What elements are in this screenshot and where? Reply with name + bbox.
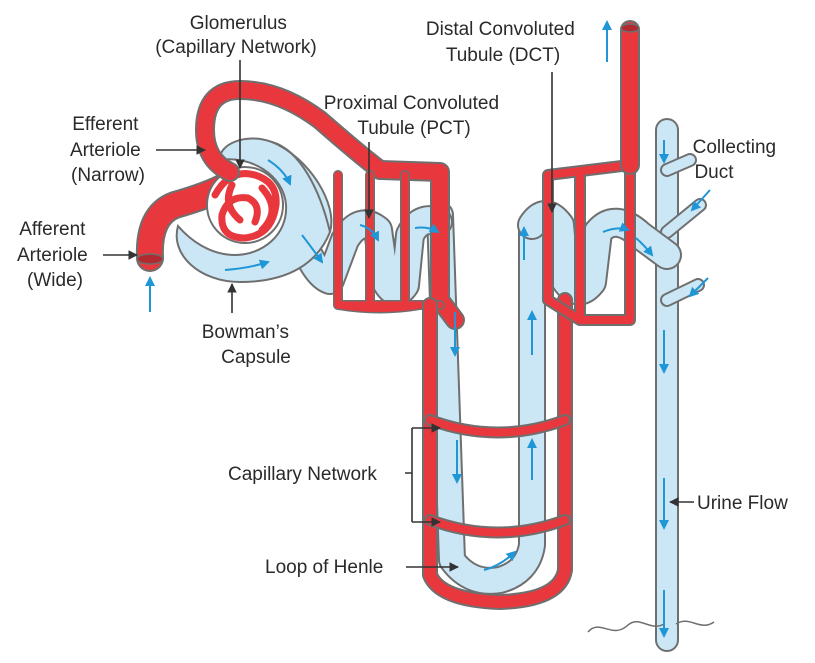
label-afferent-arteriole: Afferent Arteriole (Wide) [17,219,93,291]
label-glomerulus: Glomerulus (Capillary Network) [155,13,317,58]
label-loop-of-henle: Loop of Henle [265,557,383,578]
flow-arrows [145,20,711,638]
label-collecting-duct: Collecting Duct [693,137,782,183]
label-efferent-arteriole: Efferent Arteriole (Narrow) [70,114,146,186]
collecting-duct [587,118,715,652]
bowmans-capsule [175,137,333,284]
flow-arrow-capsule-top [267,159,292,186]
flow-arrow-capsule-exit [301,234,324,264]
label-urine-flow: Urine Flow [697,493,788,514]
label-capillary-network: Capillary Network [228,464,377,485]
leader-capillary-network-bracket [405,428,413,522]
flow-arrow-dct-exit [635,237,654,257]
labels: Glomerulus (Capillary Network) Distal Co… [17,13,788,578]
flow-arrow-pct-2 [414,223,440,234]
label-pct: Proximal Convoluted Tubule (PCT) [324,93,505,139]
flow-arrow-dct-top [602,222,630,233]
label-bowmans-capsule: Bowman’s Capsule [202,322,295,368]
flow-arrow-loop-bottom [483,550,517,571]
label-dct: Distal Convoluted Tubule (DCT) [426,19,580,66]
blood-vessels [135,20,640,610]
flow-arrow-capsule-bottom [224,259,270,271]
flow-arrow-pct-1 [359,224,379,242]
loop-of-henle-tubule [426,201,546,595]
leader-lines [103,60,694,572]
flow-arrow-branch-2 [688,277,709,298]
flow-arrow-branch-1 [690,189,711,212]
